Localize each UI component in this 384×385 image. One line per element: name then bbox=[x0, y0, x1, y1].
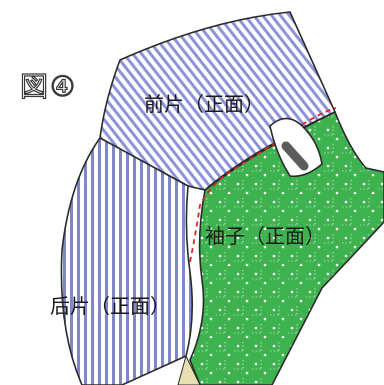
back-piece-label: 后片（正面） bbox=[50, 294, 170, 318]
iron-icon bbox=[269, 117, 323, 178]
stitch-line bbox=[189, 107, 337, 263]
back-piece bbox=[60, 136, 194, 385]
sleeve-piece-label: 袖子（正面） bbox=[205, 224, 325, 248]
figure-number-label: 図④ bbox=[19, 70, 78, 103]
front-piece-label: 前片（正面） bbox=[144, 92, 264, 116]
fabric-fold bbox=[177, 354, 201, 385]
